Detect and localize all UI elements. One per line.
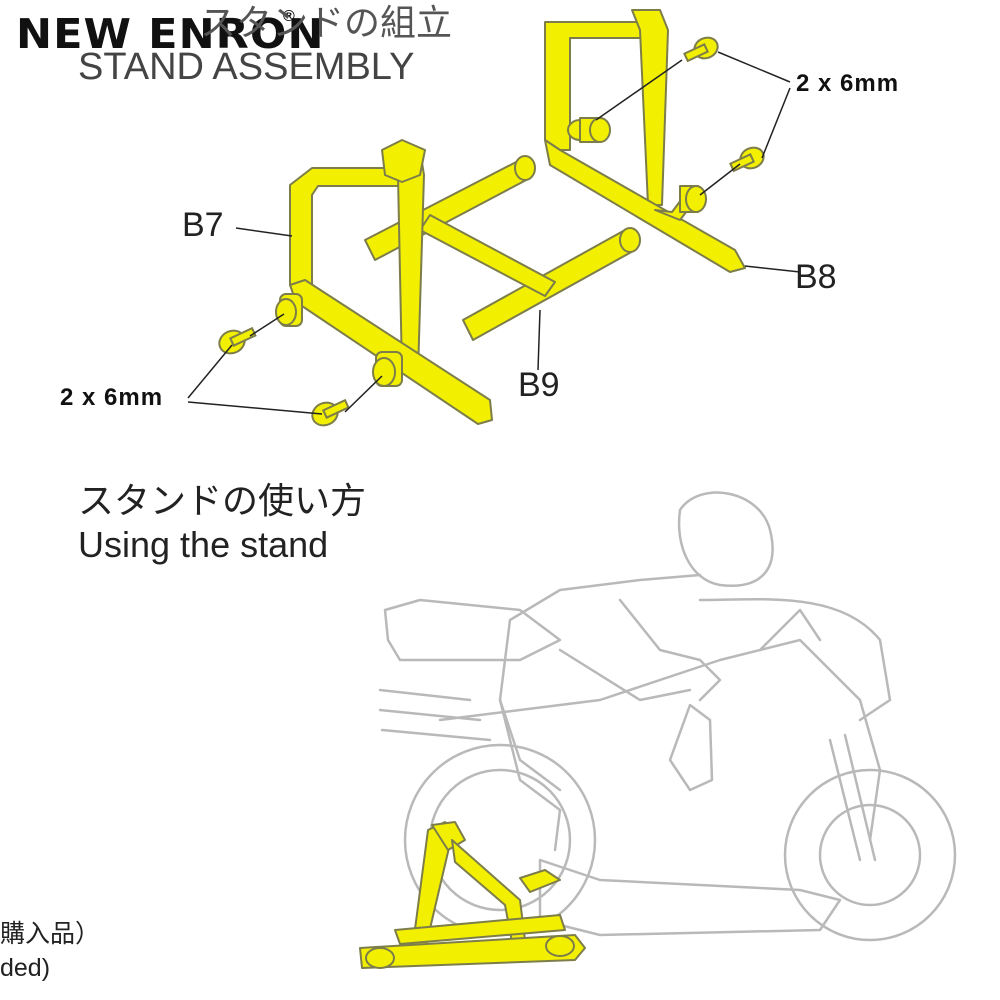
part-b8-frame xyxy=(544,9,746,273)
stand-in-use xyxy=(359,821,586,969)
brand-logo: NEW ENRON xyxy=(16,10,325,58)
part-label-b7: B7 xyxy=(182,206,224,244)
part-label-b8: B8 xyxy=(795,258,837,296)
screw-icon-bottom-2 xyxy=(311,398,350,427)
leader-lines xyxy=(187,51,801,415)
screw-label-bottom: 2 x 6mm xyxy=(60,384,164,411)
registered-mark: ® xyxy=(283,8,295,25)
part-label-b9: B9 xyxy=(518,366,560,404)
screw-icon-top-1 xyxy=(683,36,719,63)
usage-title-en: Using the stand xyxy=(78,524,329,565)
screw-label-top: 2 x 6mm xyxy=(796,70,900,97)
assembly-title-jp: スタンドの組立 xyxy=(200,2,453,43)
screw-icon-top-2 xyxy=(729,146,765,173)
note-fragment-en: ded) xyxy=(0,954,51,982)
motorcycle-outline xyxy=(378,491,957,942)
assembly-title-en: STAND ASSEMBLY xyxy=(78,46,415,88)
screw-icon-bottom-1 xyxy=(218,326,257,355)
note-fragment-jp: 購入品） xyxy=(0,920,101,948)
usage-title-jp: スタンドの使い方 xyxy=(78,480,367,521)
part-b7-frame xyxy=(275,139,493,425)
